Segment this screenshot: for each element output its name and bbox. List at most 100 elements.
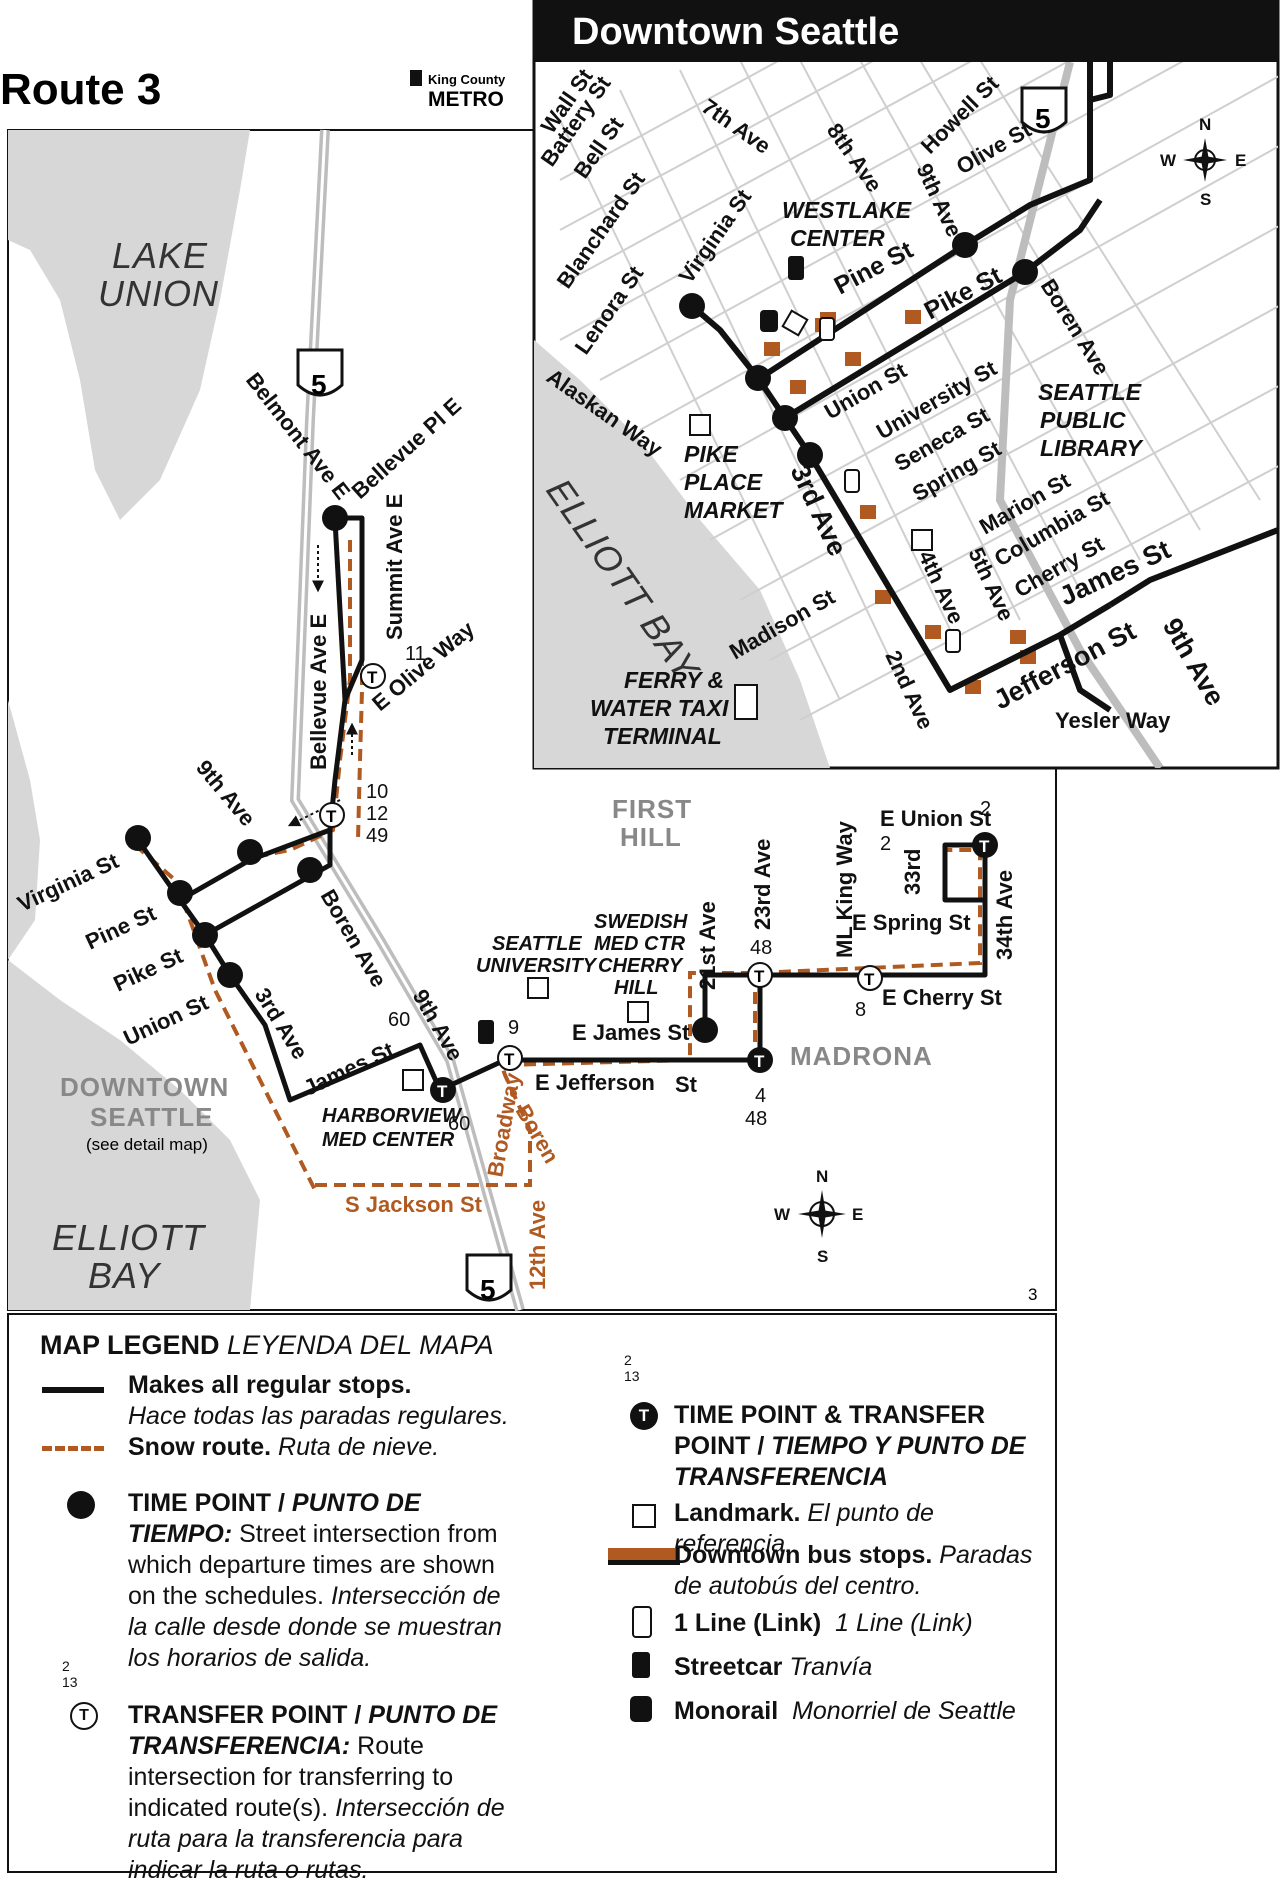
svg-text:St: St <box>675 1072 698 1097</box>
svg-text:34th Ave: 34th Ave <box>992 870 1017 960</box>
svg-text:W: W <box>1160 151 1177 170</box>
svg-text:HILL: HILL <box>614 977 658 999</box>
legend-transfer: TRANSFER POINT / PUNTO DE TRANSFERENCIA:… <box>128 1701 505 1884</box>
svg-text:UNION: UNION <box>98 273 219 314</box>
inset-link-icon-3 <box>945 629 961 653</box>
timepoint-icon <box>67 1491 95 1519</box>
svg-text:E Spring St: E Spring St <box>852 910 971 935</box>
inset-compass: N S E W <box>1160 115 1246 209</box>
timepoint-bellevue-pl <box>322 505 348 531</box>
i5-shield-north: 5 <box>296 348 344 400</box>
svg-text:MED CENTER: MED CENTER <box>322 1129 455 1151</box>
svg-text:49: 49 <box>366 825 388 847</box>
svg-text:MED CTR: MED CTR <box>594 933 686 955</box>
svg-text:5: 5 <box>311 369 327 400</box>
link-icon <box>632 1606 652 1638</box>
svg-text:CENTER: CENTER <box>790 225 885 251</box>
legend-streetcar: Streetcar Tranvía <box>674 1653 873 1681</box>
landmark-swedish <box>627 1001 649 1023</box>
elliott-bay-main <box>8 960 260 1310</box>
inset-title: Downtown Seattle <box>572 11 899 53</box>
ferry-icon <box>734 684 758 720</box>
svg-text:WESTLAKE: WESTLAKE <box>782 197 912 223</box>
svg-text:E: E <box>1235 151 1246 170</box>
svg-text:T: T <box>979 837 990 856</box>
svg-text:48: 48 <box>750 937 772 959</box>
svg-text:S: S <box>1200 190 1211 209</box>
svg-text:PLACE: PLACE <box>684 469 763 495</box>
legend-tp-transfer: TIME POINT & TRANSFER POINT / TIEMPO Y P… <box>674 1401 1026 1491</box>
regular-line-swatch <box>42 1387 104 1393</box>
svg-text:E Jefferson: E Jefferson <box>535 1070 655 1095</box>
svg-text:W: W <box>774 1205 791 1224</box>
svg-text:E Union St: E Union St <box>880 806 992 831</box>
svg-text:60: 60 <box>448 1113 470 1135</box>
svg-text:2: 2 <box>880 833 891 855</box>
svg-text:METRO: METRO <box>428 88 504 111</box>
legend-bus-stops: Downtown bus stops. Paradas de autobús d… <box>674 1541 1033 1600</box>
timepoint-virginia <box>125 825 151 851</box>
harborview-label: HARBORVIEW <box>322 1105 463 1127</box>
landmark-harborview <box>402 1069 424 1091</box>
bus-stop-swatch <box>608 1548 680 1565</box>
timepoint-boren <box>297 857 323 883</box>
svg-text:LIBRARY: LIBRARY <box>1040 435 1144 461</box>
inset-time-points <box>679 232 1038 468</box>
svg-text:S: S <box>817 1247 828 1266</box>
timepoint-pine <box>167 880 193 906</box>
svg-text:TERMINAL: TERMINAL <box>603 723 722 749</box>
svg-text:BAY: BAY <box>88 1255 162 1296</box>
svg-text:9: 9 <box>508 1017 519 1039</box>
route-title: Route 3 <box>0 65 161 114</box>
svg-text:Yesler Way: Yesler Way <box>1055 708 1171 733</box>
elliott-bay-inset <box>534 340 830 768</box>
svg-text:MARKET: MARKET <box>684 497 784 523</box>
inset-route <box>690 62 1278 713</box>
svg-text:T: T <box>754 1052 765 1071</box>
svg-text:PUBLIC: PUBLIC <box>1040 407 1126 433</box>
svg-text:E James St: E James St <box>572 1020 690 1045</box>
inset-link-icon-2 <box>844 469 860 493</box>
inset-streetcar-icon <box>788 256 804 280</box>
monorail-legend-icon <box>630 1696 652 1722</box>
snow-route <box>133 540 982 1191</box>
svg-text:2: 2 <box>980 798 991 820</box>
elliott-bay-label: ELLIOTT <box>52 1217 207 1258</box>
main-compass: N S E W <box>774 1167 863 1266</box>
svg-text:T: T <box>754 967 765 986</box>
legend-link: 1 Line (Link) 1 Line (Link) <box>674 1609 973 1637</box>
swedish-label: SWEDISH <box>594 911 688 933</box>
svg-text:UNIVERSITY: UNIVERSITY <box>476 955 598 977</box>
inset-link-icon <box>819 317 835 341</box>
svg-text:T: T <box>367 668 378 687</box>
seattle-u-label: SEATTLE <box>492 933 582 955</box>
svg-text:21st Ave: 21st Ave <box>695 901 720 990</box>
transfer-icon: T <box>70 1702 98 1730</box>
svg-text:SEATTLE: SEATTLE <box>1038 379 1142 405</box>
svg-text:8: 8 <box>855 999 866 1021</box>
svg-text:WATER TAXI: WATER TAXI <box>590 695 729 721</box>
svg-text:(see detail map): (see detail map) <box>86 1135 208 1154</box>
lake-union-label: LAKE <box>112 235 208 276</box>
landmark-icon <box>632 1504 656 1528</box>
svg-text:60: 60 <box>388 1009 410 1031</box>
svg-text:N: N <box>1199 115 1211 134</box>
first-hill-label: FIRST <box>612 794 692 824</box>
legend-title: MAP LEGEND LEYENDA DEL MAPA <box>40 1330 494 1360</box>
svg-text:Bellevue Ave E: Bellevue Ave E <box>306 614 331 770</box>
snow-line-swatch <box>42 1446 104 1451</box>
inset-title-bar <box>534 0 1278 62</box>
legend-regular: Makes all regular stops.Hace todas las p… <box>128 1371 509 1430</box>
svg-text:33rd: 33rd <box>900 849 925 895</box>
transfer-points: T T T T T T T T <box>319 663 998 1103</box>
svg-text:3: 3 <box>1028 1285 1037 1304</box>
svg-text:48: 48 <box>745 1108 767 1130</box>
svg-text:CHERRY: CHERRY <box>598 955 684 977</box>
downtown-label: DOWNTOWN <box>60 1072 229 1102</box>
lake-union <box>8 130 250 520</box>
time-points <box>125 505 718 1043</box>
legend-landmark: Landmark. El punto de referencia. <box>674 1499 934 1558</box>
svg-text:T: T <box>864 970 875 989</box>
